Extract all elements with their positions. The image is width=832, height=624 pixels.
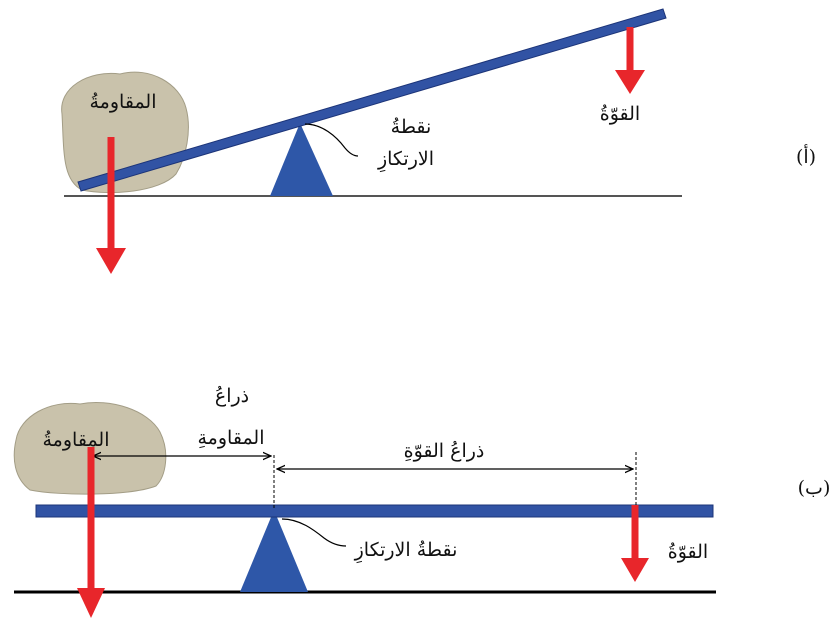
resistance-arm-label-b-line2: المقاومةِ — [198, 427, 265, 449]
fulcrum-label-a-line2: الارتكازِ — [377, 148, 434, 173]
effort-arrow-b — [621, 505, 649, 582]
resistance-arrow-a — [96, 137, 126, 274]
resistance-arm-label-b-line1: ذراعُ — [215, 385, 249, 407]
fulcrum-b — [240, 510, 308, 592]
fulcrum-a — [270, 123, 333, 196]
resistance-label-a: المقاومةُ — [90, 91, 157, 113]
resistance-label-b: المقاومةُ — [43, 429, 110, 451]
panel-label-b: (ب) — [798, 477, 831, 499]
lever-beam-b — [35, 504, 714, 518]
panel-b: المقاومةُ ذراعُ المقاومةِ ذراعُ القوّةِ … — [13, 385, 831, 618]
panel-label-a: (أ) — [796, 143, 816, 168]
fulcrum-label-a-line1: نقطةُ — [391, 116, 432, 138]
lever-beam-a — [77, 8, 667, 192]
fulcrum-label-b: نقطةُ الارتكازِ — [354, 539, 458, 564]
effort-label-b: القوّةُ — [668, 541, 708, 563]
effort-arrow-a — [615, 27, 645, 94]
fulcrum-pointer-a — [304, 123, 359, 157]
panel-a: المقاومةُ القوّةُ نقطةُ الارتكازِ (أ) — [61, 8, 816, 274]
effort-label-a: القوّةُ — [600, 103, 640, 125]
fulcrum-pointer-b — [281, 518, 347, 547]
effort-arm-label-b: ذراعُ القوّةِ — [404, 440, 485, 462]
resistance-arrow-b — [77, 447, 105, 618]
